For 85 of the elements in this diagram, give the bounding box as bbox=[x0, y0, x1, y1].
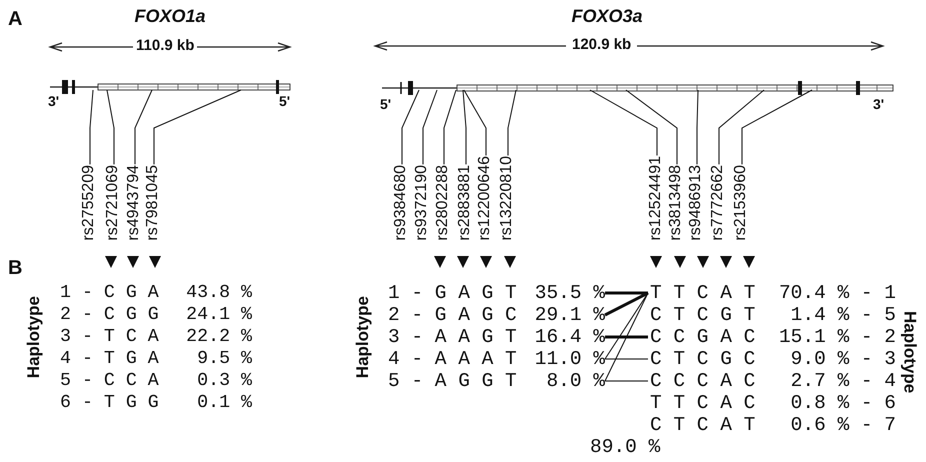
leader-line bbox=[742, 90, 812, 165]
haplotype-frequency: 0.1 % bbox=[197, 392, 252, 414]
leader-line bbox=[134, 90, 152, 165]
connector-line bbox=[604, 380, 648, 382]
snp-id: rs9372190 bbox=[414, 165, 430, 241]
haplotype-sequence: C C G A C bbox=[650, 326, 756, 348]
haplotype-frequency: 16.4 % bbox=[534, 326, 605, 348]
haplotype-sequence: 1 - C G A bbox=[60, 282, 159, 304]
haplotype-frequency: 0.8 % - 6 bbox=[790, 392, 896, 414]
leader-line bbox=[590, 90, 658, 156]
leader-line bbox=[626, 90, 678, 165]
haplotype-frequency: 0.3 % bbox=[197, 370, 252, 392]
axis-title: Haplotype bbox=[25, 296, 44, 378]
snp-id: rs2802288 bbox=[435, 165, 451, 241]
haplotype-sequence: C T C G C bbox=[650, 348, 756, 370]
panel-letter: B bbox=[8, 257, 22, 279]
haplotype-sequence: C T C A T bbox=[650, 414, 756, 436]
leader-line bbox=[106, 90, 114, 165]
haplotype-sequence: C C C A C bbox=[650, 370, 756, 392]
leader-line bbox=[90, 90, 94, 165]
haplotype-frequency: 22.2 % bbox=[186, 326, 252, 348]
snp-id: rs2755209 bbox=[81, 165, 97, 241]
axis-title: Haplotype bbox=[354, 296, 373, 378]
snp-id: rs7772662 bbox=[710, 165, 726, 241]
total-frequency: 89.0 % bbox=[590, 436, 660, 458]
haplotype-sequence: C T C G T bbox=[650, 304, 756, 326]
haplotype-frequency: 9.0 % - 3 bbox=[790, 348, 896, 370]
leader-line bbox=[422, 90, 438, 165]
haplotype-frequency: 2.7 % - 4 bbox=[790, 370, 896, 392]
leader-line bbox=[462, 90, 466, 165]
connector-line bbox=[604, 292, 649, 316]
gene-name: FOXO3a bbox=[570, 7, 644, 27]
leader-line bbox=[154, 90, 242, 165]
snp-id: rs2883881 bbox=[457, 165, 473, 241]
end-label: 5' bbox=[380, 97, 392, 112]
snp-id: rs12524491 bbox=[648, 156, 664, 241]
haplotype-sequence: 4 - A A A T bbox=[388, 348, 517, 370]
leader-line bbox=[444, 90, 456, 165]
end-label: 5' bbox=[279, 94, 290, 110]
haplotype-frequency: 24.1 % bbox=[186, 304, 252, 326]
end-label: 3' bbox=[873, 97, 884, 112]
haplotype-frequency: 0.6 % - 7 bbox=[790, 414, 896, 436]
snp-id: rs3813498 bbox=[668, 165, 684, 241]
haplotype-sequence: T T C A C bbox=[650, 392, 756, 414]
axis-title: Haplotype bbox=[900, 311, 919, 394]
leader-line bbox=[402, 90, 420, 165]
gene-name: FOXO1a bbox=[133, 7, 207, 27]
haplotype-frequency: 35.5 % bbox=[534, 282, 605, 304]
connector-line bbox=[604, 292, 648, 382]
haplotype-sequence: 6 - T G G bbox=[60, 392, 159, 414]
haplotype-sequence: 3 - A A G T bbox=[388, 326, 517, 348]
snp-id: rs7981045 bbox=[145, 165, 161, 241]
snp-id: rs9486913 bbox=[688, 165, 704, 241]
haplotype-frequency: 8.0 % bbox=[546, 370, 605, 392]
connector-line bbox=[605, 336, 648, 338]
snp-id: rs4943794 bbox=[126, 165, 142, 241]
leader-line bbox=[718, 90, 764, 165]
haplotype-sequence: 5 - A G G T bbox=[388, 370, 517, 392]
haplotype-frequency: 70.4 % - 1 bbox=[778, 282, 896, 304]
snp-id: rs2721069 bbox=[105, 165, 121, 241]
haplotype-sequence: 1 - G A G T bbox=[388, 282, 517, 304]
haplotype-sequence: 2 - C G G bbox=[60, 304, 159, 326]
haplotype-frequency: 9.5 % bbox=[197, 348, 252, 370]
haplotype-sequence: 2 - G A G C bbox=[388, 304, 517, 326]
haplotype-sequence: 5 - C C A bbox=[60, 370, 159, 392]
haplotype-sequence: 3 - T C A bbox=[60, 326, 159, 348]
snp-id: rs12200646 bbox=[477, 156, 493, 241]
haplotype-frequency: 11.0 % bbox=[534, 348, 605, 370]
panel-letter: A bbox=[8, 8, 22, 30]
haplotype-frequency: 29.1 % bbox=[534, 304, 605, 326]
haplotype-frequency: 1.4 % - 5 bbox=[790, 304, 896, 326]
haplotype-sequence: 4 - T G A bbox=[60, 348, 159, 370]
leader-line bbox=[464, 90, 486, 156]
haplotype-frequency: 43.8 % bbox=[186, 282, 252, 304]
connector-line bbox=[604, 358, 648, 360]
snp-id: rs2153960 bbox=[733, 165, 749, 241]
connector-line bbox=[605, 292, 648, 294]
snp-id: rs9384680 bbox=[393, 165, 409, 241]
leader-line bbox=[696, 90, 698, 165]
haplotype-sequence: T T C A T bbox=[650, 282, 756, 304]
end-label: 3' bbox=[48, 94, 60, 110]
haplotype-frequency: 15.1 % - 2 bbox=[778, 326, 896, 348]
snp-id: rs13220810 bbox=[499, 156, 515, 241]
connector-line bbox=[604, 292, 648, 360]
leader-line bbox=[508, 90, 516, 156]
